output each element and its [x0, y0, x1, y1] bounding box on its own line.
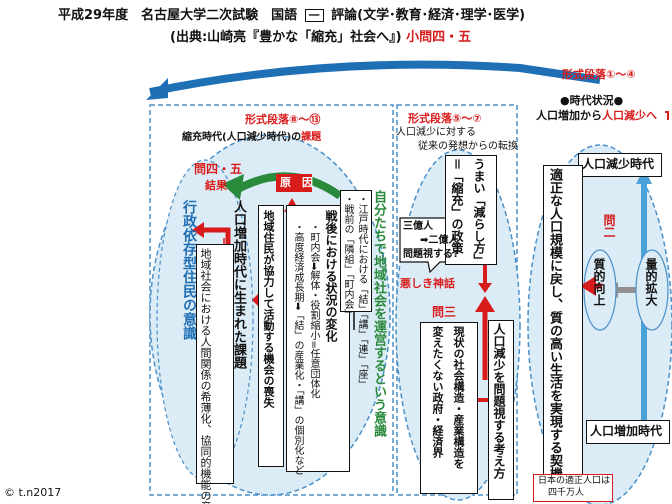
community-box [258, 205, 284, 467]
history-box [340, 190, 372, 312]
myth-label: 悪しき神話 [400, 277, 455, 290]
right-center-text: 適正な人口規模に戻し、質の高い生活を実現する契機 [547, 168, 562, 480]
header-line-1: 平成29年度 名古屋大学二次試験 国語 一 評論(文学･教育･経済･理学･医学) [58, 9, 525, 22]
right-bottom-note-line-1: 日本の適正人口は [538, 476, 611, 486]
left-result-label: 結果 [205, 179, 227, 192]
edo-text: ・江戸時代における「結」「講」「連」「座」 [356, 194, 367, 389]
community-loss-text: 地域住民が協力して活動する機会の喪失 [262, 210, 275, 408]
top-arc-arrowhead-icon [146, 78, 168, 100]
population-era-text: 人口増加時代に生まれた課題 [231, 200, 246, 369]
admin-dependence-label: 行政依存型住民の意識 [181, 200, 197, 340]
quality-label: 質的向上 [592, 258, 606, 306]
right-bottom-note [533, 474, 613, 502]
middle-intro-line-1: 人口減少に対する [396, 127, 476, 138]
left-topic-red: 課題 [301, 132, 322, 143]
middle-paragraph-label: 形式段落⑤～⑦ [408, 112, 482, 125]
middle-intro-line-2: 従来の発想からの転換 [418, 141, 518, 152]
self-awareness-text: 自分たちで地域社会を運営するという意識 [371, 190, 386, 437]
credit-text: © t.n2017 [4, 486, 62, 499]
header-exam-title: 平成29年度 名古屋大学二次試験 国語 [58, 8, 298, 23]
cause-box [276, 174, 312, 192]
transition-red: 人口減少へ [602, 109, 657, 122]
bubble-line-1: 三億人 [403, 221, 433, 232]
transition-black: 人口増加から [536, 109, 602, 122]
quantity-label: 量的拡大 [644, 258, 658, 306]
header-source: (出典:山崎亮『豊かな「縮充」社会へ』) [170, 30, 402, 45]
population-era: 人口増加時代に生まれた課題 [231, 200, 246, 369]
right-bottom-note-line-2: 四千万人 [548, 488, 585, 498]
cause-label: 原 因 [280, 176, 313, 189]
govt-box [420, 322, 478, 494]
bubble-line-3: 問題視する? [403, 249, 459, 260]
middle-question-tag: 問三 [432, 305, 457, 319]
chonaikai-text: ・町内会➡解体・役割縮小=任意団体化 [308, 222, 319, 399]
left-topic-black: 縮充時代(人口減少時代)の [182, 132, 302, 143]
left-question-tag: 問四・五 [194, 162, 243, 176]
right-transition-line: 人口増加から人口減少へ [536, 110, 657, 121]
govt-text-b: 変えたくない政府・経済界 [431, 326, 444, 458]
policy-box [445, 155, 497, 265]
govt-text-a: 現状の社会構造・産業構造を [452, 326, 465, 469]
problem-text: 人口減少を問題視する考え方 [492, 323, 506, 479]
quality-circle [583, 249, 617, 331]
header-section-box: 一 [304, 9, 324, 22]
policy-line-b: ＝「縮充」の政策 [450, 158, 464, 255]
highgrowth-text: ・高度経済成長期➡「結」の産業化・「講」の個別化など [292, 222, 303, 476]
postwar-box [286, 205, 350, 472]
header-line-2: (出典:山崎亮『豊かな「縮充」社会へ』) 小問四・五 [170, 31, 471, 44]
relation-box [196, 244, 234, 484]
right-bottom-box-text: 人口増加時代 [590, 424, 663, 438]
postwar-title: 戦後における状況の変化 [324, 210, 338, 342]
right-paragraph-label: 形式段落①～④ [562, 68, 636, 81]
problem-box [488, 320, 514, 500]
right-top-box [578, 153, 662, 177]
prewar-text: ・戦前の「隣組」「町内会」 [342, 194, 353, 319]
relation-text: 地域社会における人間関係の希薄化、協同的機能の産業化など [199, 248, 212, 504]
left-paragraph-label: 形式段落⑧～⑬ [245, 113, 321, 126]
policy-line-a: うまい「減らし方」 [472, 158, 486, 266]
right-question-tag: 問二 [602, 214, 616, 238]
left-topic-line: 縮充時代(人口減少時代)の課題 [182, 133, 321, 143]
header-exam-subject: 評論(文学･教育･経済･理学･医学) [331, 8, 526, 23]
header-question-range: 小問四・五 [406, 30, 472, 45]
right-top-box-text: 人口減少時代 [582, 157, 655, 171]
right-center-box [543, 165, 583, 477]
right-bottom-box [586, 420, 670, 444]
right-situation-title: ●時代状況● [560, 94, 624, 107]
top-arc-arrow-icon [149, 60, 601, 96]
quantity-circle [635, 249, 669, 331]
bubble-line-2: ➡二億人 [420, 235, 459, 246]
